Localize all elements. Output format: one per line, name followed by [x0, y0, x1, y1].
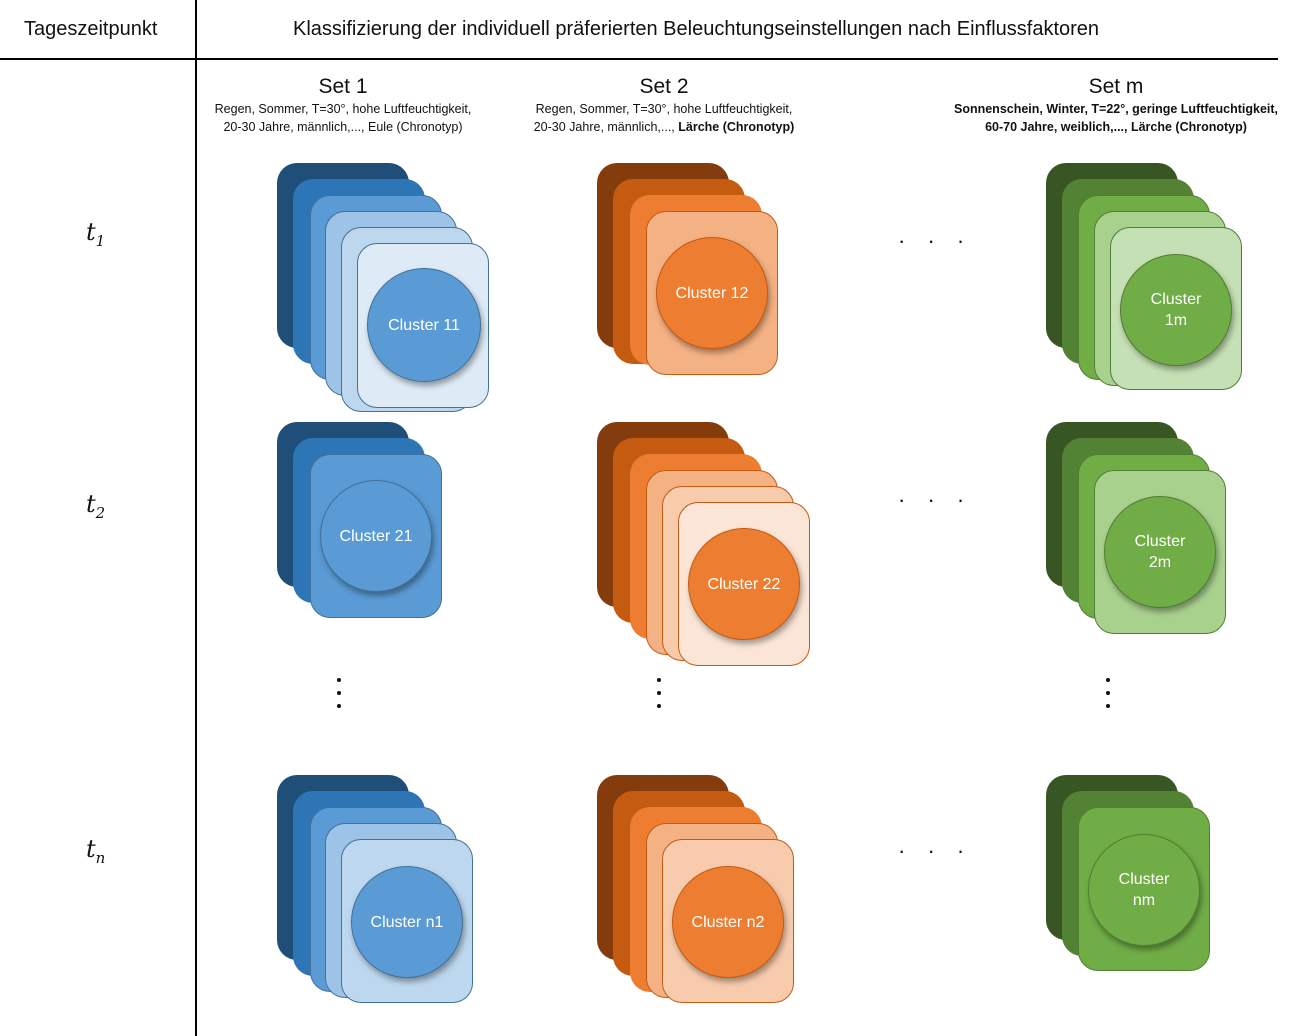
set-m-description: Sonnenschein, Winter, T=22°, geringe Luf…: [953, 102, 1279, 134]
vertical-divider: [195, 0, 197, 1036]
header-underline: [0, 58, 1278, 60]
cluster-11: Cluster 11: [367, 268, 481, 382]
cluster-n1: Cluster n1: [351, 866, 463, 978]
cluster-12: Cluster 12: [656, 237, 768, 349]
set-1-description: Regen, Sommer, T=30°, hohe Luftfeuchtigk…: [214, 102, 472, 134]
time-label-t1: t1: [86, 218, 106, 250]
time-label-t2: t2: [86, 490, 106, 522]
ellipsis-horizontal: · · ·: [898, 228, 973, 253]
ellipsis-vertical: [337, 678, 343, 717]
header-col-time: Tageszeitpunkt: [24, 18, 158, 40]
cluster-22: Cluster 22: [688, 528, 800, 640]
ellipsis-horizontal: · · ·: [898, 487, 973, 512]
cluster-n2: Cluster n2: [672, 866, 784, 978]
set-1-title: Set 1: [318, 75, 368, 98]
set-2-title: Set 2: [639, 75, 689, 98]
header-col-classification: Klassifizierung der individuell präferie…: [293, 18, 1100, 40]
ellipsis-vertical: [657, 678, 663, 717]
time-label-tn: tn: [86, 835, 106, 867]
cluster-21: Cluster 21: [320, 480, 432, 592]
cluster-2m: Cluster 2m: [1104, 496, 1216, 608]
cluster-1m: Cluster 1m: [1120, 254, 1232, 366]
ellipsis-vertical: [1106, 678, 1112, 717]
cluster-nm: Cluster nm: [1088, 834, 1200, 946]
set-2-description: Regen, Sommer, T=30°, hohe Luftfeuchtigk…: [533, 102, 795, 134]
ellipsis-horizontal: · · ·: [898, 838, 973, 863]
set-m-title: Set m: [1088, 75, 1144, 98]
